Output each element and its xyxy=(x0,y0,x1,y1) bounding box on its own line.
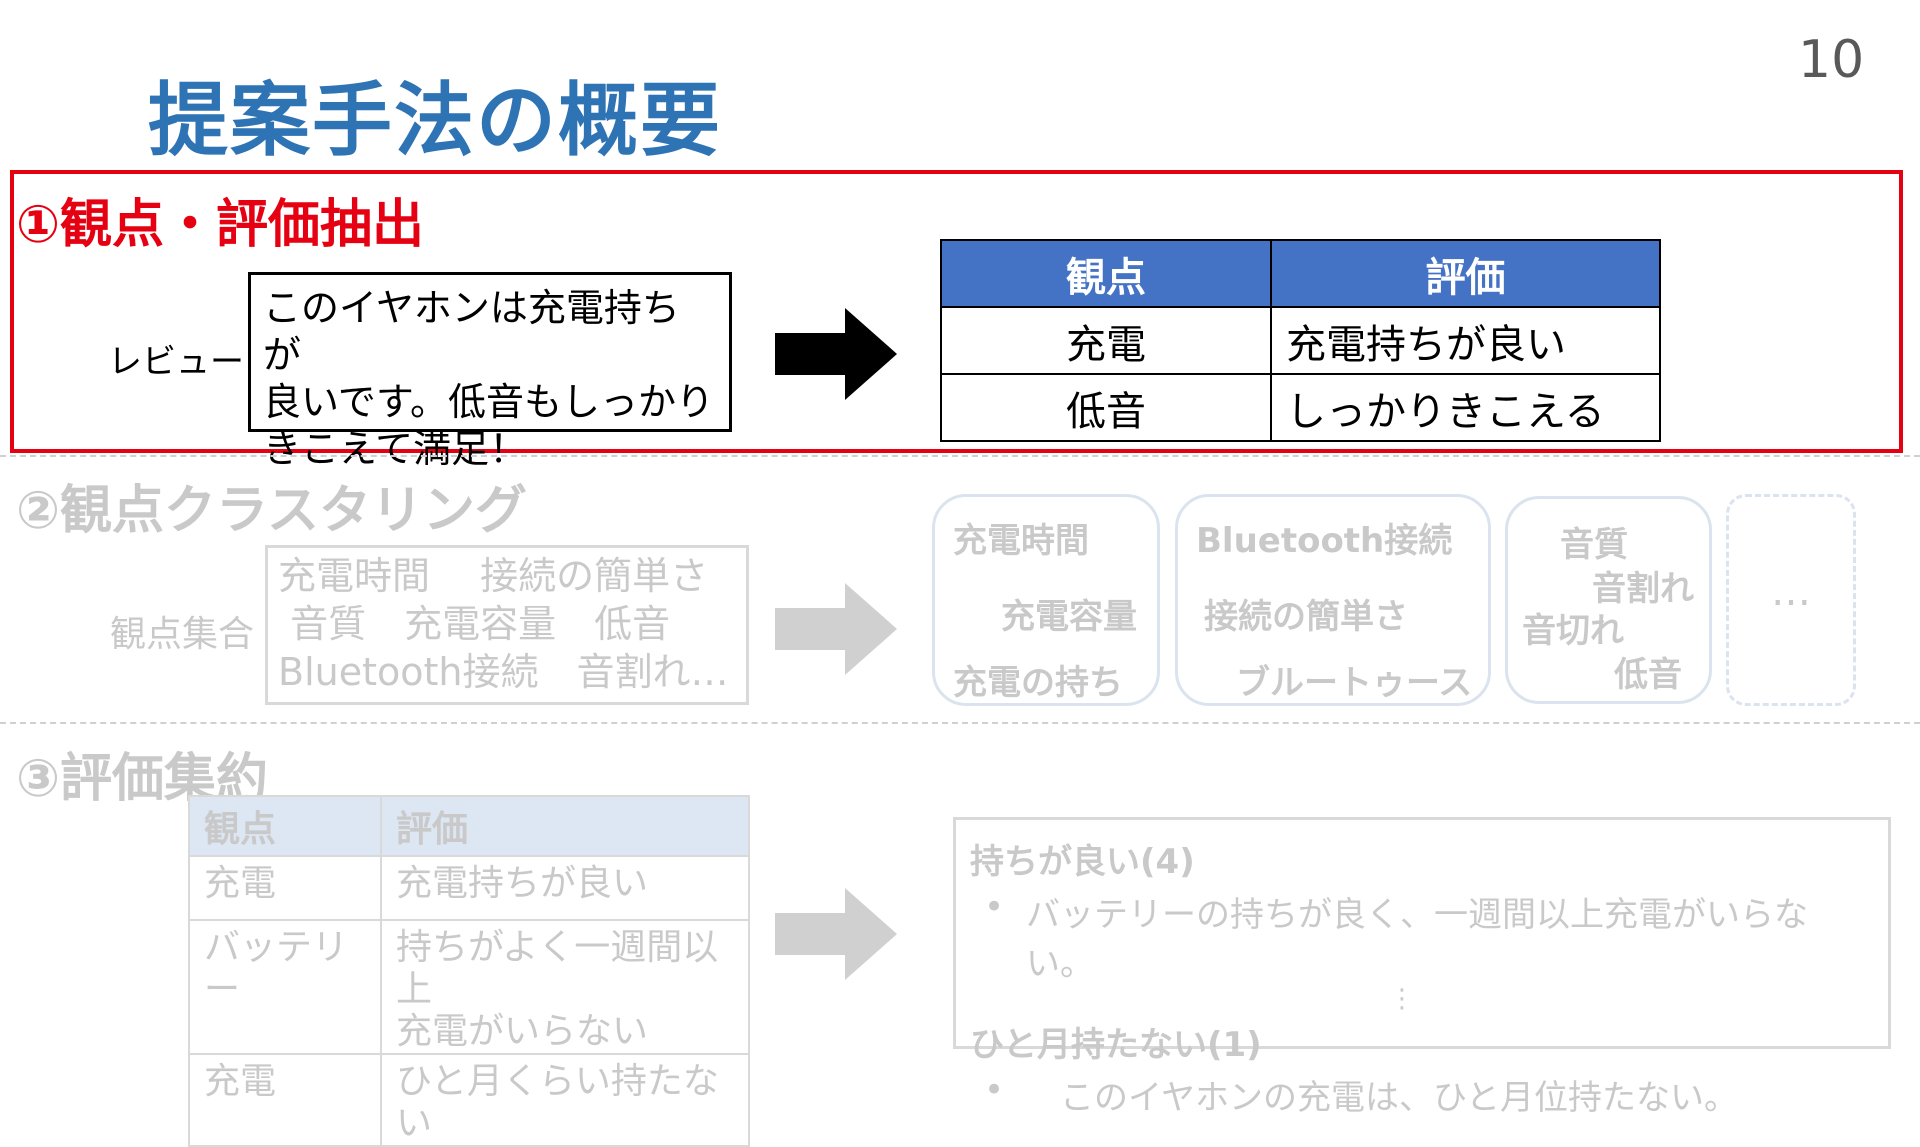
cluster-item: ブルートゥース xyxy=(1236,663,1473,703)
page-number: 10 xyxy=(1798,30,1865,90)
aspect-set-line: 充電時間 接続の簡単さ xyxy=(278,554,709,598)
cluster-connection: Bluetooth接続 接続の簡単さ ブルートゥース xyxy=(1175,494,1491,706)
right-arrow-icon xyxy=(775,888,897,980)
cluster-item: 接続の簡単さ xyxy=(1204,597,1408,637)
review-label: レビュー xyxy=(108,342,244,382)
more-ellipsis: … xyxy=(1771,569,1811,615)
aspect-cell: 充電 xyxy=(188,855,382,921)
aspect-set-label: 観点集合 xyxy=(110,614,255,655)
aspect-cell: 低音 xyxy=(940,373,1272,442)
cluster-sound: 音質 音割れ 音切れ 低音 xyxy=(1505,496,1712,704)
summary-group-title: 持ちが良い(4) xyxy=(970,842,1195,882)
review-text-box: このイヤホンは充電持ちが 良いです。低音もしっかり きこえて満足！ xyxy=(248,272,732,471)
aspect-set-box: 充電時間 接続の簡単さ 音質 充電容量 低音 Bluetooth接続 音割れ… xyxy=(265,545,749,705)
aggregation-table: 観点 評価 充電 充電持ちが良い バッテリー 持ちがよく一週間以上 充電がいらな… xyxy=(188,795,750,1147)
evaluation-cell: 充電持ちが良い xyxy=(1270,306,1661,375)
cluster-item: 充電の持ち xyxy=(953,663,1123,703)
cluster-more: … xyxy=(1726,494,1856,706)
section1-heading: ①観点・評価抽出 xyxy=(16,195,425,255)
table-row: 充電 充電持ちが良い xyxy=(188,855,750,921)
cluster-charging: 充電時間 充電容量 充電の持ち xyxy=(932,494,1160,706)
table-header-row: 観点 評価 xyxy=(188,795,750,857)
table-row: 充電 充電持ちが良い xyxy=(940,306,1661,375)
aspect-cell: 充電 xyxy=(940,306,1272,375)
evaluation-cell: ひと月くらい持たない xyxy=(380,1053,750,1147)
evaluation-cell: 持ちがよく一週間以上 充電がいらない xyxy=(380,919,750,1055)
summary-box: 持ちが良い(4) バッテリーの持ちが良く、一週間以上充電がいらない。 ⋮ ひと月… xyxy=(953,817,1891,1118)
right-arrow-icon xyxy=(775,308,897,400)
section2-heading: ②観点クラスタリング xyxy=(16,481,527,541)
section1-highlight-frame xyxy=(10,170,1903,453)
aspect-cell: 充電 xyxy=(188,1053,382,1147)
right-arrow-icon xyxy=(775,583,897,675)
aspect-set-line: Bluetooth接続 音割れ… xyxy=(278,650,729,694)
cluster-item: 音質 xyxy=(1560,525,1628,565)
table-row: バッテリー 持ちがよく一週間以上 充電がいらない xyxy=(188,919,750,1055)
table-row: 充電 ひと月くらい持たない xyxy=(188,1053,750,1147)
summary-ellipsis: ⋮ xyxy=(1389,984,1415,1014)
summary-bullet: このイヤホンの充電は、ひと月位持たない。 xyxy=(970,1070,1874,1119)
cluster-item: 音割れ xyxy=(1592,569,1694,609)
cluster-item: Bluetooth接続 xyxy=(1196,521,1453,561)
extraction-table: 観点 評価 充電 充電持ちが良い 低音 しっかりきこえる xyxy=(940,239,1661,442)
header-evaluation: 評価 xyxy=(380,795,750,857)
slide-title: 提案手法の概要 xyxy=(148,74,722,167)
evaluation-cell: 充電持ちが良い xyxy=(380,855,750,921)
cluster-item: 充電時間 xyxy=(953,521,1089,561)
header-aspect: 観点 xyxy=(940,239,1272,308)
aspect-set-line: 音質 充電容量 低音 xyxy=(278,602,671,646)
table-header-row: 観点 評価 xyxy=(940,239,1661,308)
header-evaluation: 評価 xyxy=(1270,239,1661,308)
section-divider xyxy=(0,722,1920,724)
aspect-cell: バッテリー xyxy=(188,919,382,1055)
review-line: このイヤホンは充電持ちが xyxy=(263,286,680,377)
cluster-item: 低音 xyxy=(1614,655,1682,695)
cluster-item: 音切れ xyxy=(1522,611,1624,651)
cluster-item: 充電容量 xyxy=(1001,597,1137,637)
table-row: 低音 しっかりきこえる xyxy=(940,373,1661,442)
header-aspect: 観点 xyxy=(188,795,382,857)
summary-group-title: ひと月持たない(1) xyxy=(970,1025,1262,1065)
review-line: きこえて満足！ xyxy=(263,427,528,471)
evaluation-cell: しっかりきこえる xyxy=(1270,373,1661,442)
review-line: 良いです。低音もしっかり xyxy=(263,380,715,424)
section-divider xyxy=(0,455,1920,457)
summary-bullet: バッテリーの持ちが良く、一週間以上充電がいらない。 xyxy=(970,887,1874,985)
